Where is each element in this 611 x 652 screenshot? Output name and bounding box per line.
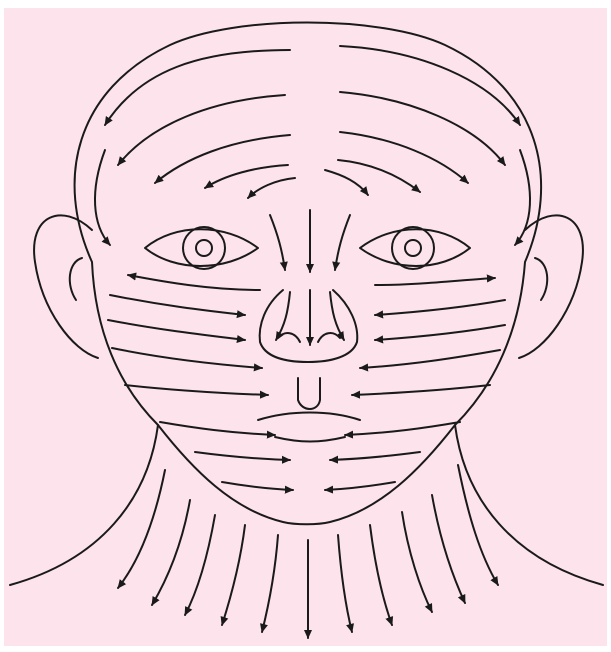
- facial-lines-diagram: [0, 0, 611, 652]
